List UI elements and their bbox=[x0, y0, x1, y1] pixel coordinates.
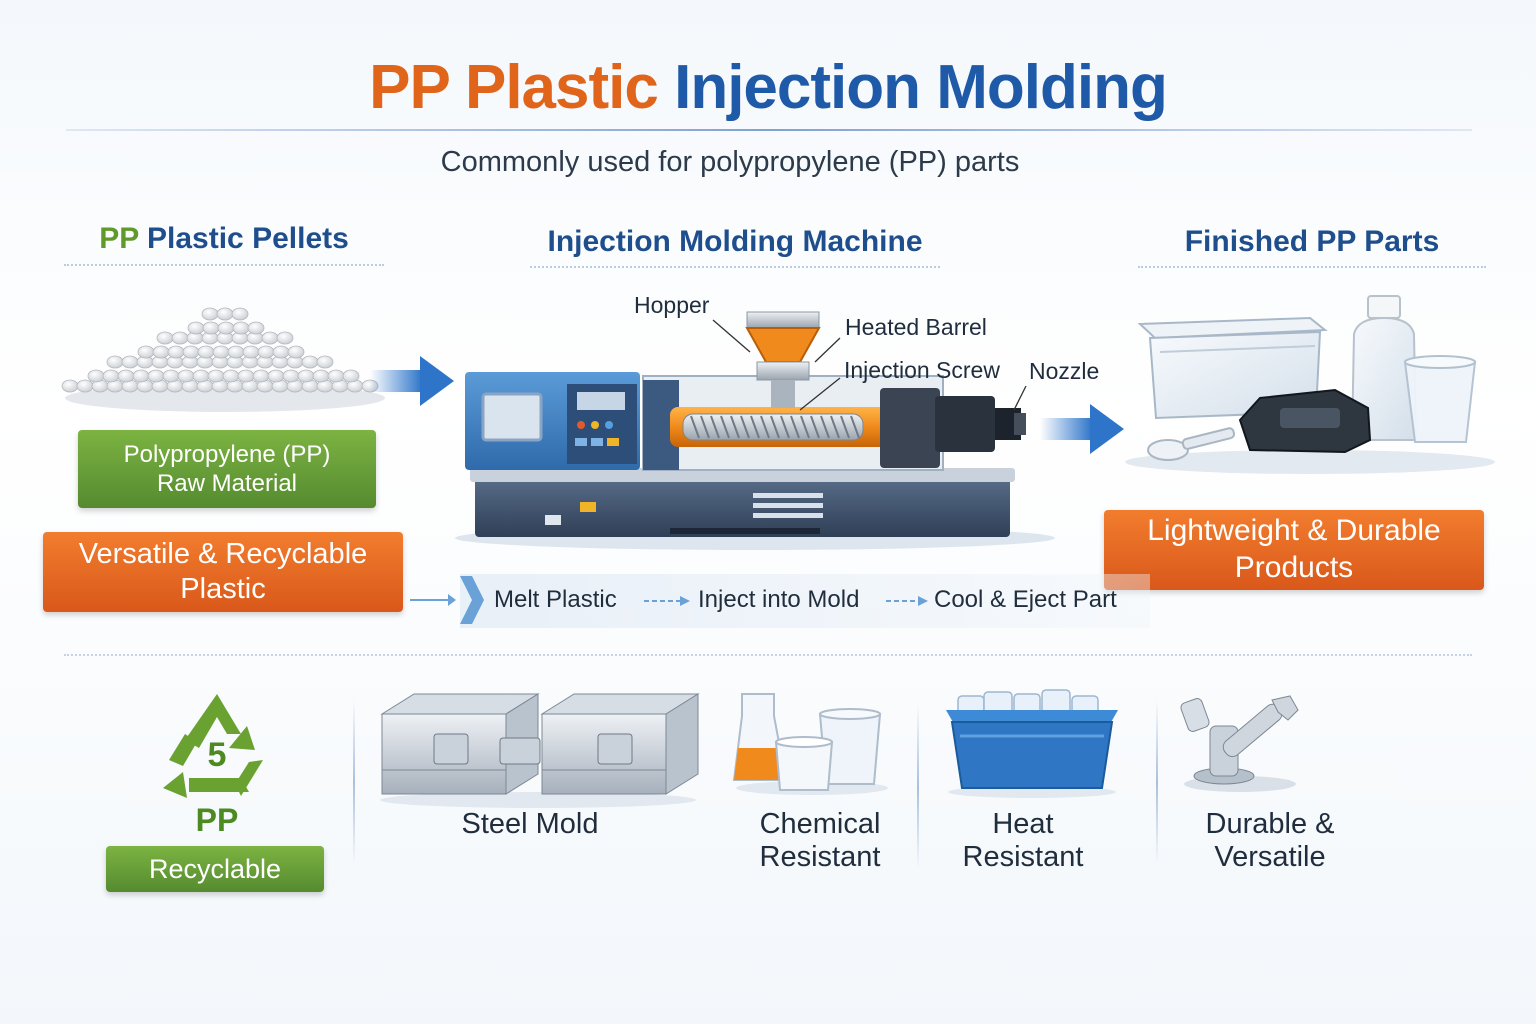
feature-label-durable-versatile: Durable & Versatile bbox=[1168, 808, 1372, 875]
feature-chemical-line2: Resistant bbox=[759, 841, 881, 874]
badge-versatile-line2: Plastic bbox=[180, 573, 266, 605]
recycle-icon: 5 bbox=[163, 694, 263, 798]
finished-parts-illustration bbox=[1125, 295, 1495, 474]
subtitle: Commonly used for polypropylene (PP) par… bbox=[440, 146, 1020, 178]
badge-raw-material-line2: Raw Material bbox=[156, 470, 298, 497]
process-step-melt: Melt Plastic bbox=[494, 586, 617, 613]
pellet bbox=[247, 321, 265, 335]
screw-thread bbox=[780, 415, 790, 439]
feature-durable-line1: Durable & bbox=[1205, 808, 1335, 840]
process-step-inject: Inject into Mold bbox=[698, 586, 860, 613]
screw-thread bbox=[760, 415, 770, 439]
feature-label-chemical-resistant: Chemical Resistant bbox=[720, 808, 920, 875]
title-divider bbox=[66, 129, 1472, 131]
process-step-cool-eject: Cool & Eject Part bbox=[934, 586, 1117, 613]
pellets-title-underline bbox=[64, 264, 384, 266]
screw-thread bbox=[690, 415, 700, 439]
screw-thread bbox=[740, 415, 750, 439]
screw-thread bbox=[750, 415, 760, 439]
label-nozzle: Nozzle bbox=[1029, 358, 1100, 384]
screw-thread bbox=[700, 415, 710, 439]
screw-thread bbox=[800, 415, 810, 439]
screw-thread bbox=[730, 415, 740, 439]
label-hopper: Hopper bbox=[634, 292, 710, 318]
arrow-machine-to-parts bbox=[1040, 404, 1124, 454]
section-title-pellets-rest: Plastic Pellets bbox=[147, 222, 349, 255]
pellet bbox=[342, 369, 360, 383]
title-part-pp: PP Plastic bbox=[369, 53, 659, 122]
screw-thread bbox=[840, 415, 850, 439]
machine-title-underline bbox=[530, 266, 940, 268]
screw-thread bbox=[810, 415, 820, 439]
section-title-finished: Finished PP Parts bbox=[1184, 225, 1440, 258]
screw-thread bbox=[790, 415, 800, 439]
chemical-cups-icon bbox=[732, 693, 888, 795]
screw-thread bbox=[820, 415, 830, 439]
badge-recyclable: Recyclable bbox=[106, 846, 324, 892]
pellet bbox=[316, 355, 334, 369]
feature-chemical-line1: Chemical bbox=[759, 808, 881, 840]
screw-thread bbox=[770, 415, 780, 439]
screw-thread bbox=[720, 415, 730, 439]
separator-1 bbox=[353, 700, 355, 865]
finished-title-underline bbox=[1138, 266, 1486, 268]
recycle-number: 5 bbox=[208, 736, 227, 774]
pellet-pile-icon bbox=[61, 307, 385, 412]
feature-heat-line2: Resistant bbox=[962, 841, 1084, 874]
separator-3 bbox=[1156, 700, 1158, 865]
page-title: PP Plastic Injection Molding bbox=[0, 52, 1536, 123]
pellet bbox=[287, 345, 305, 359]
feature-label-steel-mold: Steel Mold bbox=[420, 808, 640, 841]
separator-2 bbox=[917, 705, 919, 870]
section-title-pellets-prefix: PP bbox=[99, 222, 139, 255]
feature-durable-line2: Versatile bbox=[1214, 841, 1326, 874]
screw-thread bbox=[710, 415, 720, 439]
pellet bbox=[231, 307, 249, 321]
injection-molding-machine-illustration bbox=[455, 311, 1055, 550]
screw-thread bbox=[830, 415, 840, 439]
wrench-part-icon bbox=[1180, 695, 1299, 792]
badge-versatile-line1: Versatile & Recyclable bbox=[78, 537, 368, 570]
feature-label-heat-resistant: Heat Resistant bbox=[925, 808, 1121, 875]
label-heated-barrel: Heated Barrel bbox=[845, 314, 987, 340]
badge-lightweight-line1: Lightweight & Durable bbox=[1147, 514, 1441, 548]
badge-lightweight-line2: Products bbox=[1234, 551, 1354, 584]
label-injection-screw: Injection Screw bbox=[844, 357, 1000, 383]
arrow-pellets-to-machine bbox=[370, 356, 454, 406]
steel-mold-icon bbox=[380, 693, 700, 808]
ice-box-icon bbox=[946, 689, 1118, 798]
badge-raw-material: Polypropylene (PP)Raw Material bbox=[78, 430, 376, 508]
section-divider bbox=[64, 654, 1472, 656]
process-flow-bar bbox=[460, 574, 1150, 628]
pellet bbox=[276, 331, 294, 345]
feature-steel-mold-line1: Steel Mold bbox=[461, 808, 599, 840]
feature-heat-line1: Heat bbox=[992, 808, 1054, 840]
recycle-code: PP bbox=[195, 802, 239, 838]
section-title-machine: Injection Molding Machine bbox=[547, 225, 923, 258]
screw-thread bbox=[850, 415, 860, 439]
title-part-injection: Injection Molding bbox=[674, 53, 1168, 122]
badge-raw-material-line1: Polypropylene (PP) bbox=[123, 440, 331, 468]
section-title-pellets: PP Plastic Pellets bbox=[64, 222, 384, 256]
